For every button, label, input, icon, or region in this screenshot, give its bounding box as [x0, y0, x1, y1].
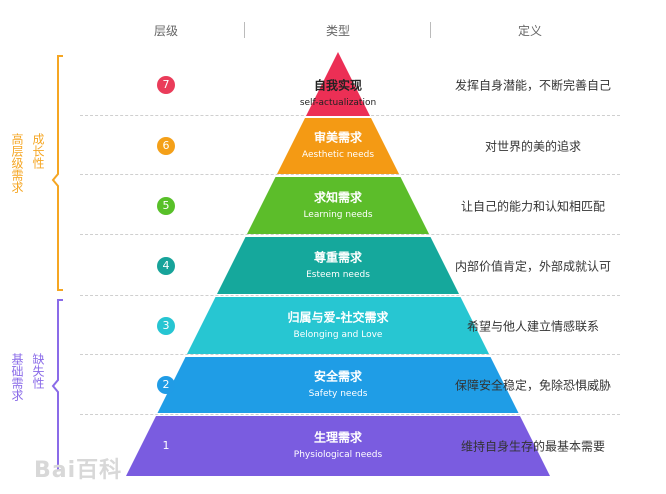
pyramid-layer-2: [157, 357, 519, 413]
row-separator: [80, 295, 620, 296]
row-separator: [80, 354, 620, 355]
header-level: 层级: [153, 24, 179, 38]
row-separator: [80, 234, 620, 235]
level-number-badge-7: 7: [157, 76, 175, 94]
level-number-badge-4: 4: [157, 256, 175, 275]
header-divider: [244, 22, 245, 38]
growth-label: 成长性 高层级需求: [8, 133, 46, 193]
pyramid-layer-7: [306, 52, 370, 116]
header-divider: [430, 22, 431, 38]
pyramid-layer-3: [187, 297, 489, 354]
level-english-5: Learning needs: [303, 209, 373, 220]
level-definition-1: 维持自身生存的最基本需要: [460, 439, 606, 454]
level-english-1: Physiological needs: [293, 450, 383, 460]
level-definition-3: 希望与他人建立情感联系: [466, 319, 600, 333]
growth-label-col1: 成长性: [31, 133, 45, 169]
pyramid-layer-5: [247, 177, 429, 234]
level-number-badge-6: 6: [157, 137, 175, 155]
pyramid-layer-1: [126, 416, 550, 476]
deficiency-label-col1: 缺失性: [31, 353, 45, 389]
level-english-2: Safety needs: [308, 389, 368, 399]
level-name-7: 自我实现: [313, 78, 363, 93]
level-name-3: 归属与爱-社交需求: [287, 310, 389, 324]
level-english-7: self-actualization: [299, 98, 377, 108]
bracket-svg: [51, 55, 63, 471]
row-separator: [80, 414, 620, 415]
level-number-badge-2: 2: [157, 376, 175, 394]
row-separator: [80, 174, 620, 175]
growth-label-col2: 高层级需求: [10, 133, 24, 193]
growth-bracket: [51, 55, 63, 291]
level-definition-7: 发挥自身潜能，不断完善自己: [454, 78, 612, 93]
pyramid-layer-6: [277, 118, 399, 174]
level-number-badge-1: 1: [157, 437, 175, 455]
level-definition-5: 让自己的能力和认知相匹配: [460, 199, 606, 213]
header-type: 类型: [325, 24, 351, 38]
level-english-4: Esteem needs: [306, 269, 370, 280]
level-name-4: 尊重需求: [313, 250, 363, 264]
level-number-badge-5: 5: [157, 196, 175, 215]
level-definition-2: 保障安全稳定，免除恐惧威胁: [454, 378, 612, 393]
header-definition: 定义: [517, 24, 543, 38]
level-english-6: Aesthetic needs: [301, 150, 375, 160]
level-english-3: Belonging and Love: [293, 329, 383, 340]
level-name-5: 求知需求: [313, 190, 363, 204]
level-definition-4: 内部价值肯定，外部成就认可: [454, 259, 612, 273]
level-name-2: 安全需求: [313, 369, 363, 384]
level-name-1: 生理需求: [313, 430, 363, 445]
pyramid-layer-4: [217, 237, 459, 294]
level-name-6: 审美需求: [313, 130, 363, 145]
watermark: Bai百科: [34, 458, 123, 483]
level-number-badge-3: 3: [157, 316, 175, 335]
deficiency-label-col2: 基础需求: [10, 353, 24, 401]
deficiency-label: 缺失性 基础需求: [8, 353, 46, 401]
deficiency-bracket: [51, 299, 63, 471]
level-definition-6: 对世界的美的追求: [484, 139, 582, 154]
